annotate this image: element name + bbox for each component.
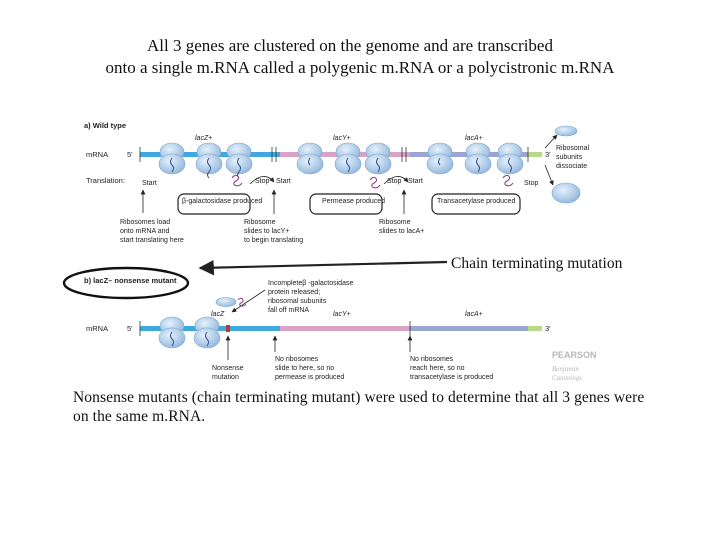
released-proteins — [231, 175, 514, 189]
start-label-1: Start — [142, 180, 157, 187]
svg-text:Cummings: Cummings — [552, 374, 582, 382]
gene-label-laca-b: lacA+ — [465, 311, 483, 318]
ribosome-slide-note-2: Ribosome slides to lacA+ — [379, 219, 424, 235]
no-ribosome-note-2: No ribosomes reach here, so no transacet… — [410, 356, 493, 381]
nonsense-site — [226, 325, 230, 332]
gene-label-lacz-b: lacZ — [211, 311, 225, 318]
stop-label-2: Stop — [387, 178, 402, 185]
nonsense-note: Nonsense mutation — [212, 365, 244, 381]
ribosome-group-a — [158, 142, 524, 175]
gene-label-lacz: lacZ+ — [195, 135, 212, 142]
mrna-tail — [528, 152, 542, 157]
start-label-2: Start — [276, 178, 291, 185]
dissociated-subunits — [551, 125, 581, 204]
svg-text:Benjamin: Benjamin — [552, 365, 579, 373]
svg-text:ribosomal subunits: ribosomal subunits — [268, 298, 327, 305]
svg-text:Ribosome: Ribosome — [244, 219, 276, 226]
panel-a-five-prime: 5' — [127, 150, 133, 159]
svg-text:slide to here, so no: slide to here, so no — [275, 365, 334, 372]
ribosome-slide-note-1: Ribosome slides to lacY+ to begin transl… — [244, 219, 303, 244]
dissociate-note: Ribosomal subunits dissociate — [556, 145, 590, 170]
nascent-peptides-b — [170, 331, 209, 347]
ribosome-load-note: Ribosomes load onto mRNA and start trans… — [120, 219, 184, 244]
svg-text:Transacetylase produced: Transacetylase produced — [437, 198, 515, 205]
svg-text:to begin translating: to begin translating — [244, 237, 303, 244]
svg-text:Incompleteβ -galactosidase: Incompleteβ -galactosidase — [268, 280, 353, 287]
publisher-logo: PEARSON Benjamin Cummings — [552, 350, 597, 382]
no-ribosome-note-1: No ribosomes slide to here, so no permea… — [275, 356, 344, 381]
svg-text:slides to lacY+: slides to lacY+ — [244, 228, 289, 235]
svg-text:Ribosomes load: Ribosomes load — [120, 219, 170, 226]
gene-label-lacy: lacY+ — [333, 135, 351, 142]
lacy-segment-b — [280, 326, 410, 331]
title-line-2: onto a single m.RNA called a polygenic m… — [105, 58, 615, 77]
panel-b-heading: b) lacZ– nonsense mutant — [84, 276, 177, 285]
laca-segment-b — [410, 326, 528, 331]
protein-box-transacetylase: Transacetylase produced — [431, 193, 521, 215]
svg-text:transacetylase is produced: transacetylase is produced — [410, 374, 493, 381]
panel-b-five-prime: 5' — [127, 324, 133, 333]
stop-label-3: Stop — [524, 180, 539, 187]
callout-arrow — [198, 259, 448, 276]
panel-a-three-prime: 3' — [545, 150, 551, 159]
gene-label-laca: lacA+ — [465, 135, 483, 142]
svg-text:Nonsense: Nonsense — [212, 365, 244, 372]
svg-text:No ribosomes: No ribosomes — [410, 356, 454, 363]
nascent-peptides — [170, 157, 512, 179]
protein-box-betagal: β-galactosidase produced — [177, 193, 262, 215]
title-line-1: All 3 genes are clustered on the genome … — [147, 36, 553, 55]
svg-text:Ribosomal: Ribosomal — [556, 145, 590, 152]
svg-text:β-galactosidase produced: β-galactosidase produced — [182, 198, 262, 205]
codon-markers — [139, 147, 529, 162]
mrna-tail-b — [528, 326, 542, 331]
incomplete-note: Incompleteβ -galactosidase protein relea… — [268, 280, 353, 314]
released-fragment — [215, 297, 247, 307]
start-label-3: Start — [408, 178, 423, 185]
svg-text:mutation: mutation — [212, 374, 239, 381]
callout-circle — [62, 266, 190, 300]
svg-text:slides to lacA+: slides to lacA+ — [379, 228, 424, 235]
panel-b-three-prime: 3' — [545, 324, 551, 333]
ribosome-group-b — [158, 316, 221, 349]
svg-text:protein released;: protein released; — [268, 289, 320, 296]
svg-text:No ribosomes: No ribosomes — [275, 356, 319, 363]
translation-label: Translation: — [86, 176, 125, 185]
protein-box-permease: Permease produced — [309, 193, 385, 215]
gene-label-lacy-b: lacY+ — [333, 311, 351, 318]
svg-text:Permease produced: Permease produced — [322, 198, 385, 205]
svg-text:dissociate: dissociate — [556, 163, 587, 170]
svg-text:onto mRNA and: onto mRNA and — [120, 228, 170, 235]
svg-text:PEARSON: PEARSON — [552, 350, 597, 360]
panel-a-heading: a) Wild type — [84, 121, 126, 130]
caption: Nonsense mutants (chain terminating muta… — [73, 389, 645, 425]
svg-text:Ribosome: Ribosome — [379, 219, 411, 226]
svg-text:subunits: subunits — [556, 154, 583, 161]
svg-text:fall off mRNA: fall off mRNA — [268, 307, 309, 314]
svg-text:start translating here: start translating here — [120, 237, 184, 244]
stop-label-1: Stop — [255, 178, 270, 185]
panel-a-mrna-label: mRNA — [86, 150, 108, 159]
svg-text:reach here, so no: reach here, so no — [410, 365, 465, 372]
svg-text:permease is produced: permease is produced — [275, 374, 344, 381]
panel-b-mrna-label: mRNA — [86, 324, 108, 333]
callout-text: Chain terminating mutation — [451, 255, 623, 272]
